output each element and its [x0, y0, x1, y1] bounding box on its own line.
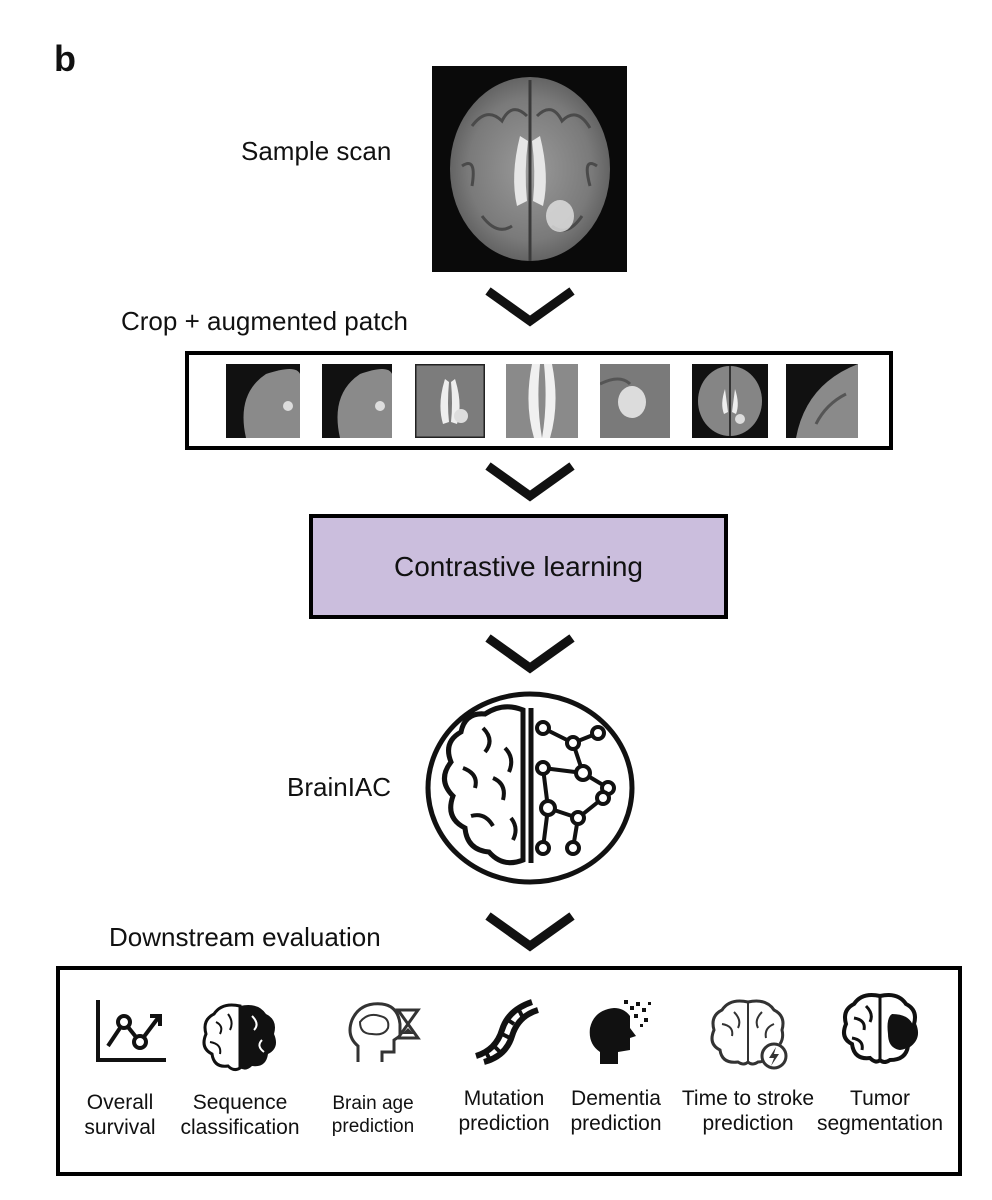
task-line1: Time to stroke	[681, 1087, 815, 1110]
flow-arrow-2-icon	[485, 462, 575, 502]
task-line2: prediction	[331, 1116, 415, 1137]
task-line1: Sequence	[192, 1091, 288, 1114]
task-line2: classification	[180, 1116, 300, 1139]
patch-5-image	[600, 364, 670, 438]
brain-lightning-icon	[710, 999, 788, 1070]
model-label: BrainIAC	[287, 772, 392, 802]
task-line1: Tumor	[850, 1087, 910, 1110]
task-line2: survival	[84, 1116, 156, 1139]
panel-letter: b	[54, 38, 76, 79]
task-sequence-classification: Sequence classification	[172, 1090, 308, 1140]
task-tumor-segmentation: Tumor segmentation	[814, 1086, 946, 1136]
patch-3-image	[415, 364, 485, 438]
patch-6-image	[692, 364, 768, 438]
flow-arrow-1-icon	[485, 287, 575, 327]
patch-4-image	[506, 364, 578, 438]
sample-scan-image	[432, 66, 627, 272]
task-line2: prediction	[570, 1112, 662, 1135]
task-line2: prediction	[702, 1112, 794, 1135]
crop-patch-label: Crop + augmented patch	[121, 306, 408, 336]
task-line1: Mutation	[463, 1087, 545, 1110]
task-time-to-stroke-prediction: Time to stroke prediction	[676, 1086, 820, 1136]
brain-tumor-icon	[842, 993, 918, 1064]
task-brain-age-prediction: Brain age prediction	[316, 1092, 430, 1138]
task-line2: segmentation	[816, 1112, 944, 1135]
brain-halves-icon	[202, 1003, 276, 1072]
head-dissolve-icon	[589, 1000, 651, 1064]
patch-1-image	[226, 364, 300, 438]
flow-arrow-4-icon	[485, 912, 575, 952]
task-line2: prediction	[458, 1112, 550, 1135]
dna-icon	[475, 999, 539, 1065]
brain-network-icon	[425, 691, 635, 885]
evaluation-frame	[56, 966, 962, 1176]
patch-frame	[185, 351, 893, 450]
survival-curve-icon	[96, 1000, 166, 1062]
patch-7-image	[786, 364, 858, 438]
task-line1: Overall	[86, 1091, 154, 1114]
flow-arrow-3-icon	[485, 634, 575, 674]
task-line1: Dementia	[571, 1087, 661, 1110]
task-dementia-prediction: Dementia prediction	[560, 1086, 672, 1136]
task-overall-survival: Overall survival	[72, 1090, 168, 1140]
patch-2-image	[322, 364, 392, 438]
contrastive-learning-box: Contrastive learning	[309, 514, 728, 619]
downstream-label: Downstream evaluation	[109, 922, 381, 952]
contrastive-learning-label: Contrastive learning	[393, 550, 644, 582]
task-mutation-prediction: Mutation prediction	[446, 1086, 562, 1136]
head-hourglass-icon	[348, 1002, 421, 1062]
task-line1: Brain age	[332, 1093, 414, 1114]
sample-scan-label: Sample scan	[241, 136, 392, 166]
